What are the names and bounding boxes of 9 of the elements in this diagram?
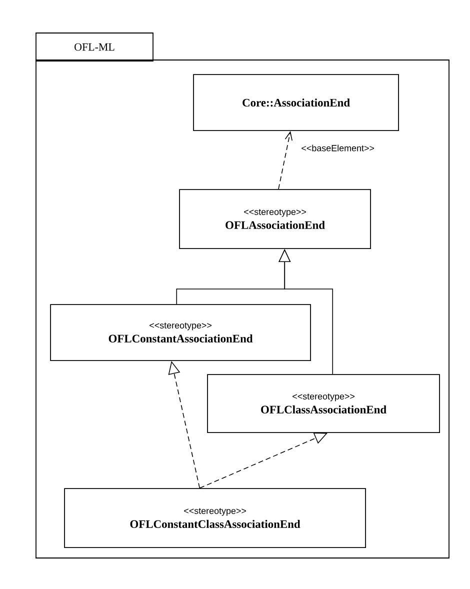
edge-label: <<baseElement>> (300, 144, 376, 152)
arrow (278, 131, 292, 190)
class-box: <<stereotype>> OFLConstantAssociationEnd (50, 304, 311, 361)
metaclass-box: Core::AssociationEnd (193, 74, 399, 131)
class-box: <<stereotype>> OFLAssociationEnd (179, 189, 371, 249)
class-box: <<stereotype>> OFLClassAssociationEnd (207, 374, 440, 433)
class-box: <<stereotype>> OFLConstantClassAssociationEnd (64, 488, 366, 548)
arrow (199, 432, 328, 488)
node-label: OFL-ML (74, 43, 114, 51)
